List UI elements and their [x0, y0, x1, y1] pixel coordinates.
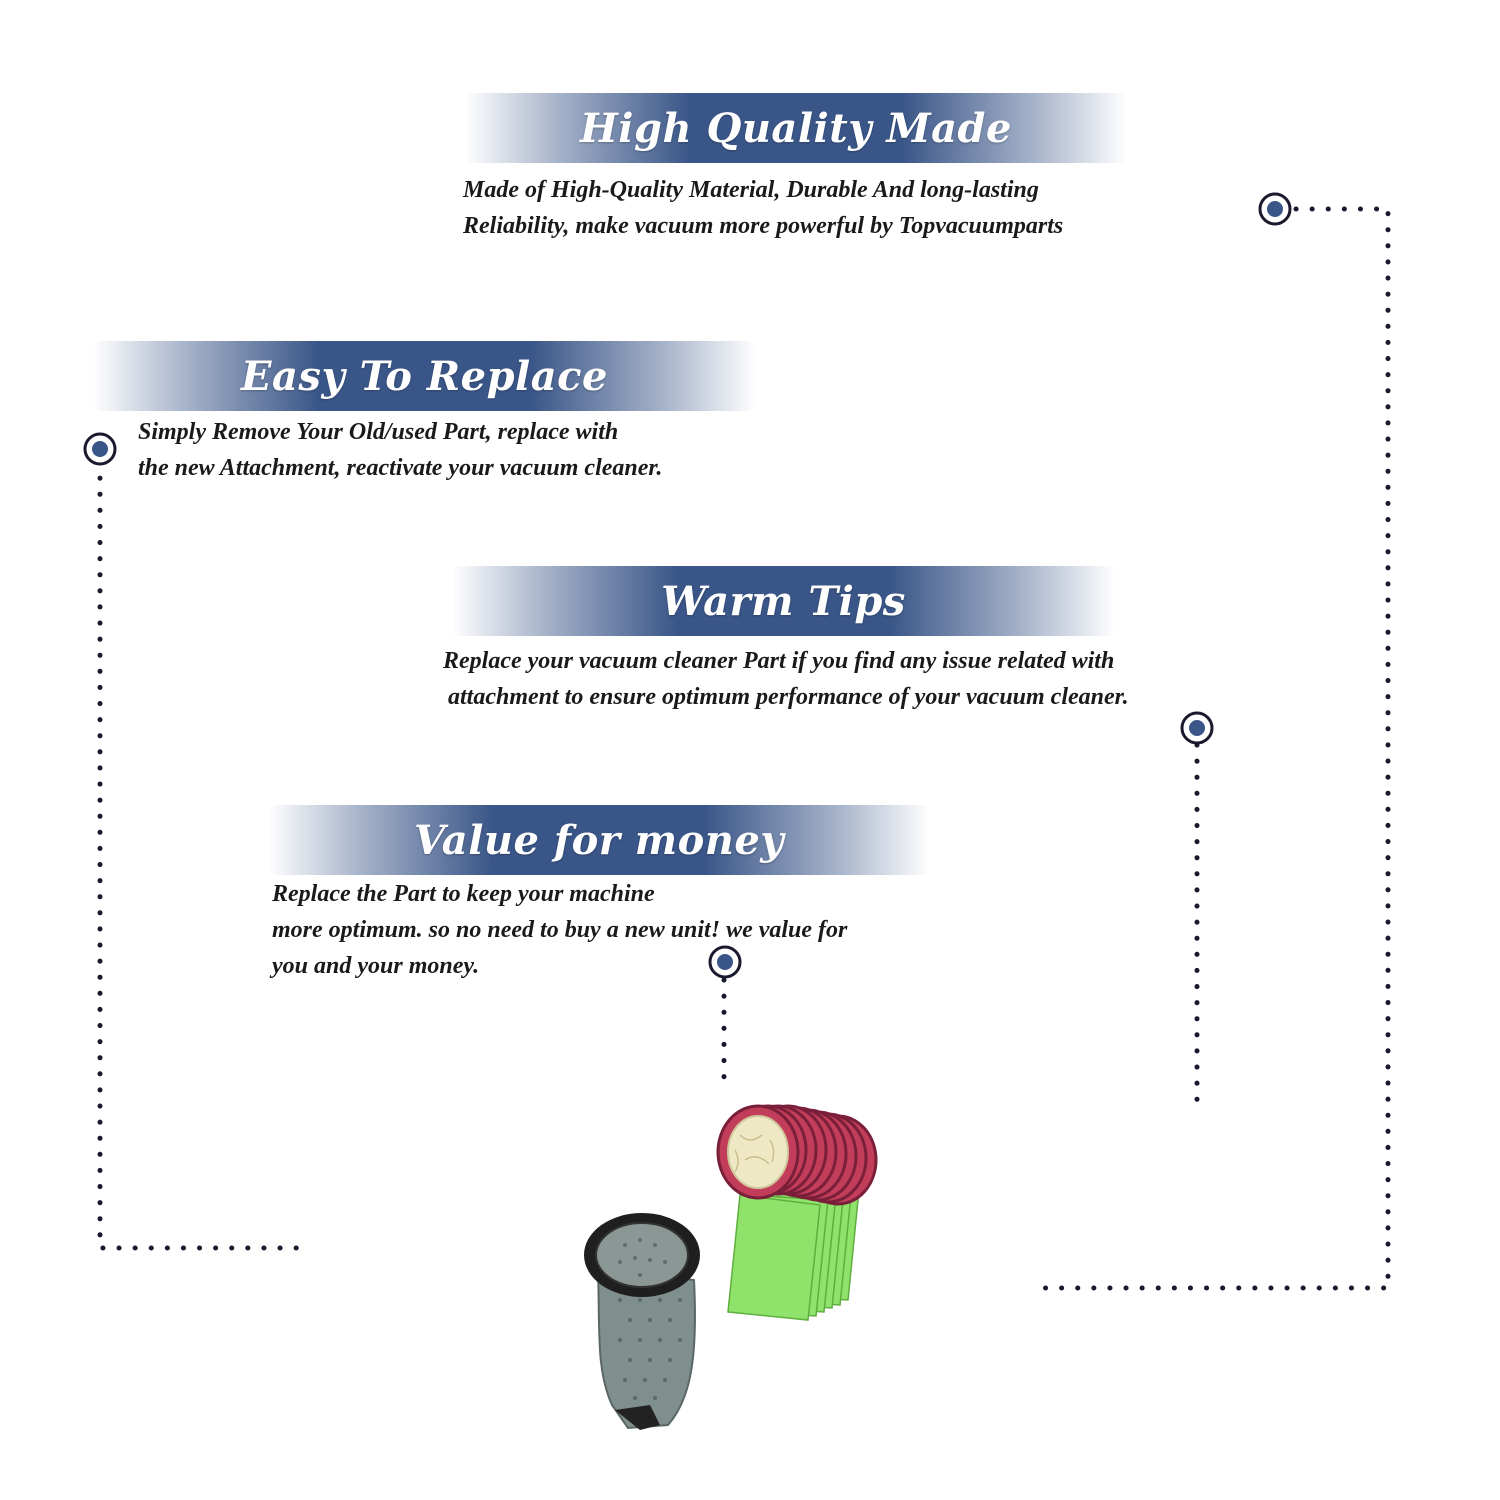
marker-easy-replace-icon	[83, 432, 117, 466]
banner-high-quality: High Quality Made	[465, 93, 1127, 163]
desc-line: the new Attachment, reactivate your vacu…	[138, 455, 663, 481]
paper-filter-bags-icon	[716, 1104, 878, 1321]
desc-line: attachment to ensure optimum performance…	[448, 684, 1129, 710]
desc-line: more optimum. so no need to buy a new un…	[272, 917, 848, 943]
desc-line: Replace the Part to keep your machine	[272, 881, 655, 907]
marker-value-icon	[708, 945, 742, 979]
cloth-filter-bag-icon	[584, 1213, 700, 1430]
section-title-value: Value for money	[413, 816, 785, 864]
section-title-high-quality: High Quality Made	[580, 104, 1012, 152]
desc-line: Made of High-Quality Material, Durable A…	[463, 177, 1039, 203]
section-desc-warm-tips: Replace your vacuum cleaner Part if you …	[443, 643, 1129, 715]
section-title-easy-replace: Easy To Replace	[241, 352, 608, 400]
connector-high-quality	[1037, 206, 1391, 1291]
marker-high-quality-icon	[1258, 192, 1292, 226]
desc-line: you and your money.	[272, 953, 480, 979]
banner-value: Value for money	[268, 805, 930, 875]
banner-easy-replace: Easy To Replace	[93, 341, 756, 411]
section-desc-easy-replace: Simply Remove Your Old/used Part, replac…	[138, 414, 662, 486]
section-desc-value: Replace the Part to keep your machine mo…	[272, 876, 847, 984]
banner-warm-tips: Warm Tips	[452, 566, 1115, 636]
connector-easy-replace	[97, 459, 303, 1251]
section-title-warm-tips: Warm Tips	[661, 577, 906, 625]
section-desc-high-quality: Made of High-Quality Material, Durable A…	[463, 172, 1063, 244]
desc-line: Replace your vacuum cleaner Part if you …	[443, 648, 1115, 674]
marker-warm-tips-icon	[1180, 711, 1214, 745]
desc-line: Reliability, make vacuum more powerful b…	[463, 213, 1064, 239]
desc-line: Simply Remove Your Old/used Part, replac…	[138, 419, 619, 445]
